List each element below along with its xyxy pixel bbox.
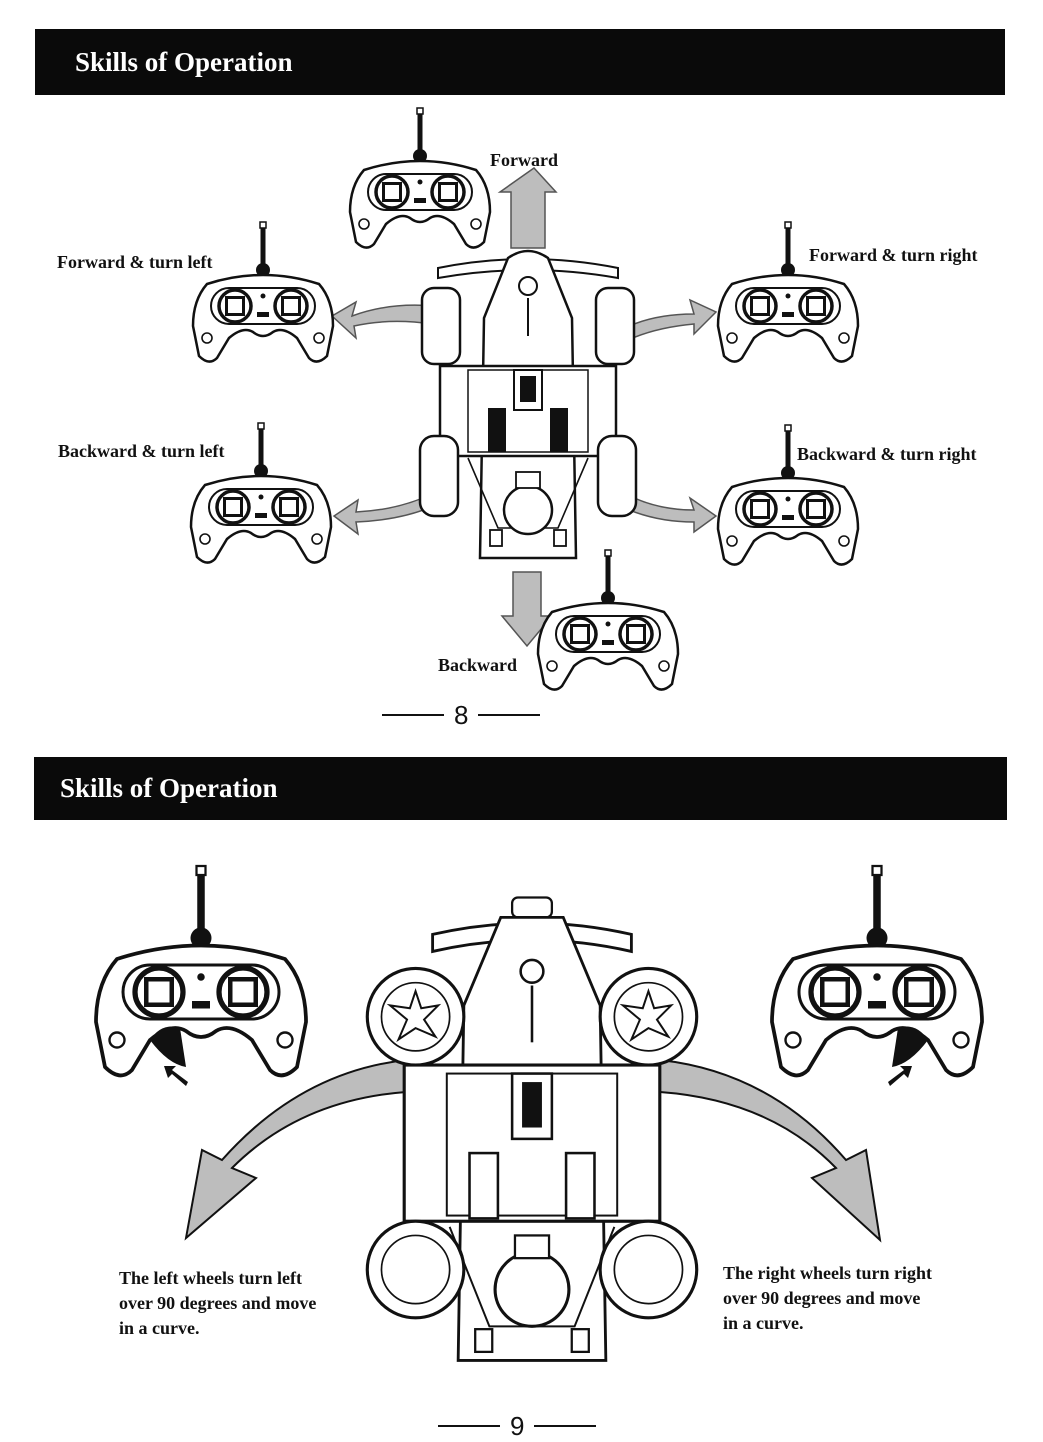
page9-title: Skills of Operation — [60, 773, 278, 804]
remote-controller-icon — [718, 222, 858, 362]
remote-controller-icon — [350, 108, 490, 248]
page9-banner: Skills of Operation — [34, 757, 1007, 820]
remote-controller-icon — [193, 222, 333, 362]
hovercraft-vehicle-icon — [367, 897, 696, 1360]
forward-left-arrow — [332, 302, 434, 338]
page-number-text: 9 — [510, 1413, 524, 1439]
label-forward-turn-left: Forward & turn left — [57, 253, 212, 271]
remote-controller-icon — [538, 550, 678, 690]
page-number-rule — [382, 714, 444, 716]
remote-controller-icon — [772, 866, 982, 1075]
label-backward-turn-left: Backward & turn left — [58, 442, 224, 460]
pointer-arrow-icon — [164, 1066, 188, 1086]
label-backward-turn-right: Backward & turn right — [797, 445, 977, 463]
turn-left-arrow — [186, 1060, 406, 1238]
hovercraft-vehicle-icon — [420, 251, 636, 558]
page-number-8: 8 — [382, 702, 540, 728]
page-number-rule — [478, 714, 540, 716]
turn-right-arrow — [660, 1060, 880, 1240]
label-forward-turn-right: Forward & turn right — [809, 246, 977, 264]
right-wheels-caption: The right wheels turn right over 90 degr… — [723, 1261, 932, 1336]
label-backward: Backward — [438, 656, 517, 674]
pointer-arrow-icon — [888, 1066, 912, 1086]
page-number-text: 8 — [454, 702, 468, 728]
label-forward: Forward — [490, 151, 558, 169]
left-wheels-caption: The left wheels turn left over 90 degree… — [119, 1266, 316, 1341]
page-number-rule — [438, 1425, 500, 1427]
page-number-rule — [534, 1425, 596, 1427]
remote-controller-icon — [96, 866, 306, 1075]
page-number-9: 9 — [438, 1413, 596, 1439]
forward-arrow — [500, 168, 556, 248]
